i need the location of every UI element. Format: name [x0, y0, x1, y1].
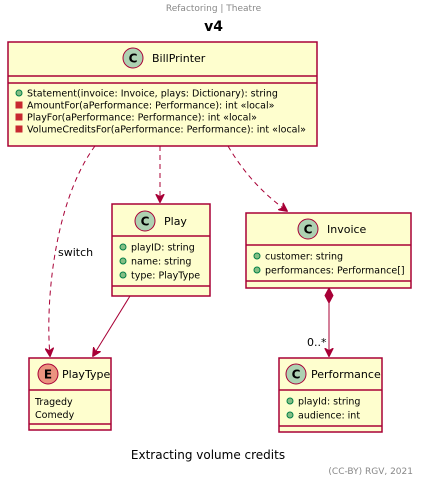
- public-member-icon: [15, 89, 23, 97]
- enum-playtype[interactable]: E PlayType Tragedy Comedy: [28, 357, 112, 431]
- diagram-footer: (CC-BY) RGV, 2021: [328, 467, 413, 477]
- diagram-title: v4: [204, 19, 223, 35]
- enum-value-comedy: Comedy: [35, 410, 75, 421]
- member-type: type: PlayType: [131, 271, 200, 282]
- class-name: Performance: [311, 368, 381, 381]
- private-member-icon: [15, 113, 23, 121]
- member-playid: playID: string: [131, 243, 195, 254]
- public-member-icon: [119, 257, 127, 265]
- public-member-icon: [253, 266, 261, 274]
- public-member-icon: [119, 271, 127, 279]
- public-member-icon: [119, 243, 127, 251]
- edge-billprinter-invoice: [227, 145, 287, 211]
- diagram-caption: Extracting volume credits: [131, 448, 285, 462]
- member-statement: Statement(invoice: Invoice, plays: Dicti…: [27, 89, 278, 100]
- diagram-header: Refactoring | Theatre: [166, 4, 262, 14]
- svg-text:C: C: [304, 223, 313, 237]
- class-stereotype-icon: C: [122, 47, 144, 69]
- class-stereotype-icon: C: [285, 363, 307, 385]
- member-volumecreditsfor: VolumeCreditsFor(aPerformance: Performan…: [27, 125, 306, 136]
- edge-label-multiplicity: 0..*: [307, 336, 327, 349]
- edge-billprinter-playtype: [49, 145, 96, 356]
- member-playfor: PlayFor(aPerformance: Performance): int …: [27, 113, 257, 124]
- class-billprinter[interactable]: C BillPrinter Statement(invoice: Invoice…: [7, 41, 318, 147]
- public-member-icon: [286, 397, 294, 405]
- svg-text:C: C: [129, 52, 138, 66]
- class-performance[interactable]: C Performance playId: string audience: i…: [278, 357, 383, 433]
- member-name: name: string: [131, 257, 191, 268]
- private-member-icon: [15, 101, 23, 109]
- member-amountfor: AmountFor(aPerformance: Performance): in…: [27, 101, 275, 112]
- enum-stereotype-icon: E: [37, 363, 59, 385]
- member-playid: playId: string: [298, 397, 360, 408]
- composition-diamond: [324, 286, 334, 305]
- svg-text:C: C: [292, 368, 301, 382]
- public-member-icon: [286, 411, 294, 419]
- svg-text:C: C: [141, 215, 150, 229]
- class-stereotype-icon: C: [134, 210, 156, 232]
- member-performances: performances: Performance[]: [265, 266, 405, 277]
- class-play[interactable]: C Play playID: string name: string type:…: [111, 203, 211, 297]
- class-invoice[interactable]: C Invoice customer: string performances:…: [245, 212, 412, 289]
- enum-value-tragedy: Tragedy: [34, 397, 73, 408]
- public-member-icon: [253, 252, 261, 260]
- member-customer: customer: string: [265, 252, 343, 263]
- edge-play-playtype: [93, 295, 131, 356]
- edge-label-switch: switch: [58, 246, 93, 259]
- private-member-icon: [15, 125, 23, 133]
- class-name: BillPrinter: [152, 52, 206, 65]
- member-audience: audience: int: [298, 411, 360, 422]
- class-name: PlayType: [62, 368, 110, 381]
- class-name: Play: [164, 215, 187, 228]
- class-name: Invoice: [327, 223, 367, 236]
- class-stereotype-icon: C: [297, 218, 319, 240]
- svg-text:E: E: [44, 368, 52, 382]
